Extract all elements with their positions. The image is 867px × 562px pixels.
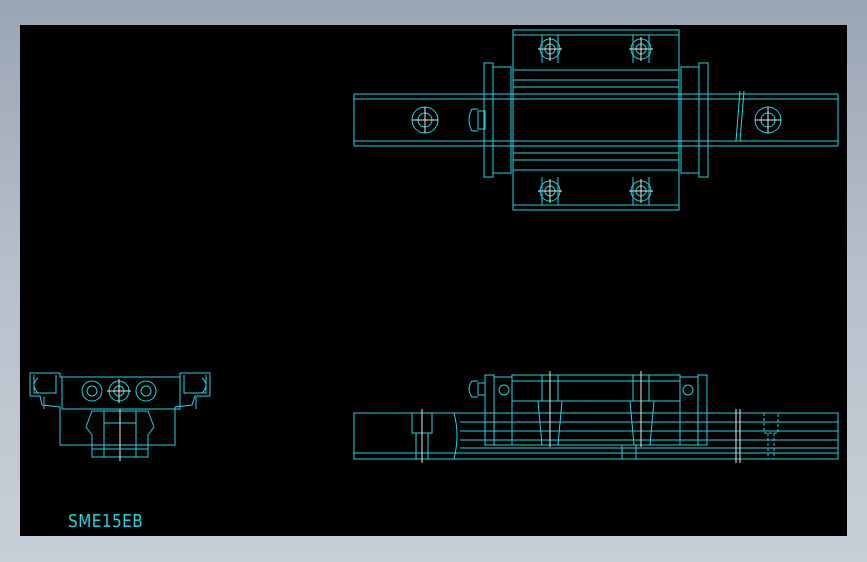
end-seal-left xyxy=(483,62,512,178)
grease-nipple-top xyxy=(468,108,486,132)
model-label: SME15EB xyxy=(68,511,144,532)
cad-drawing-canvas[interactable]: SME15EB xyxy=(20,25,847,536)
top-view-rail xyxy=(353,90,839,147)
front-view xyxy=(29,372,211,461)
mount-hole-3 xyxy=(538,177,562,205)
mount-hole-2 xyxy=(629,35,653,63)
front-hole-left xyxy=(81,380,103,402)
front-hole-center xyxy=(107,379,131,403)
rail-hole-left xyxy=(411,106,439,134)
mount-hole-4 xyxy=(629,177,653,205)
cad-drawing xyxy=(29,29,839,463)
side-view xyxy=(353,371,839,463)
mount-hole-1 xyxy=(538,35,562,63)
rail-profile xyxy=(85,410,155,458)
top-view xyxy=(353,29,839,211)
front-hole-right xyxy=(135,380,157,402)
end-seal-right xyxy=(680,62,709,178)
rail-hole-right xyxy=(754,106,782,134)
block-body-top xyxy=(512,29,680,211)
